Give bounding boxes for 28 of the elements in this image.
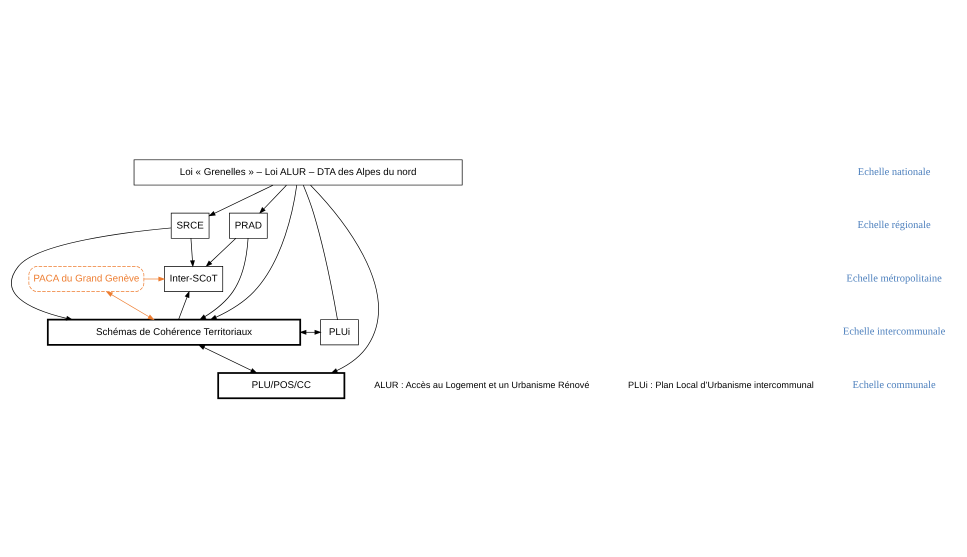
node-box: PRAD [229,212,268,238]
node-box: SRCE [170,212,210,238]
label: ALUR : Accès au Logement et un Urbanisme Rénové [374,379,590,390]
arrow [199,238,248,320]
arrow [11,227,172,320]
node-box: Loi « Grenelles » – Loi ALUR – DTA des Alpes du nord [134,158,463,185]
arrow [190,238,195,267]
node-box: PLUi [320,318,359,345]
label: Echelle nationale [858,166,930,178]
arrow [206,238,236,267]
arrow [144,276,166,281]
arrow [310,184,379,373]
label: Echelle régionale [858,220,931,231]
arrow [208,184,274,216]
node-box: Schémas de Cohérence Territoriaux [46,318,302,346]
arrow [106,290,155,320]
arrow [178,290,190,320]
arrow [198,344,258,373]
node-box: PACA du Grand Genève [28,266,144,292]
arrow [210,184,298,320]
node-box: PLU/POS/CC [217,372,346,399]
node-box: Inter-SCoT [164,266,224,292]
arrow [259,184,287,214]
label: Echelle métropolitaine [846,272,942,284]
connector [302,184,338,320]
label: Echelle communale [852,380,936,391]
label: Echelle intercommunale [842,326,946,338]
label: PLUi : Plan Local d’Urbanisme intercommunal [628,379,814,390]
